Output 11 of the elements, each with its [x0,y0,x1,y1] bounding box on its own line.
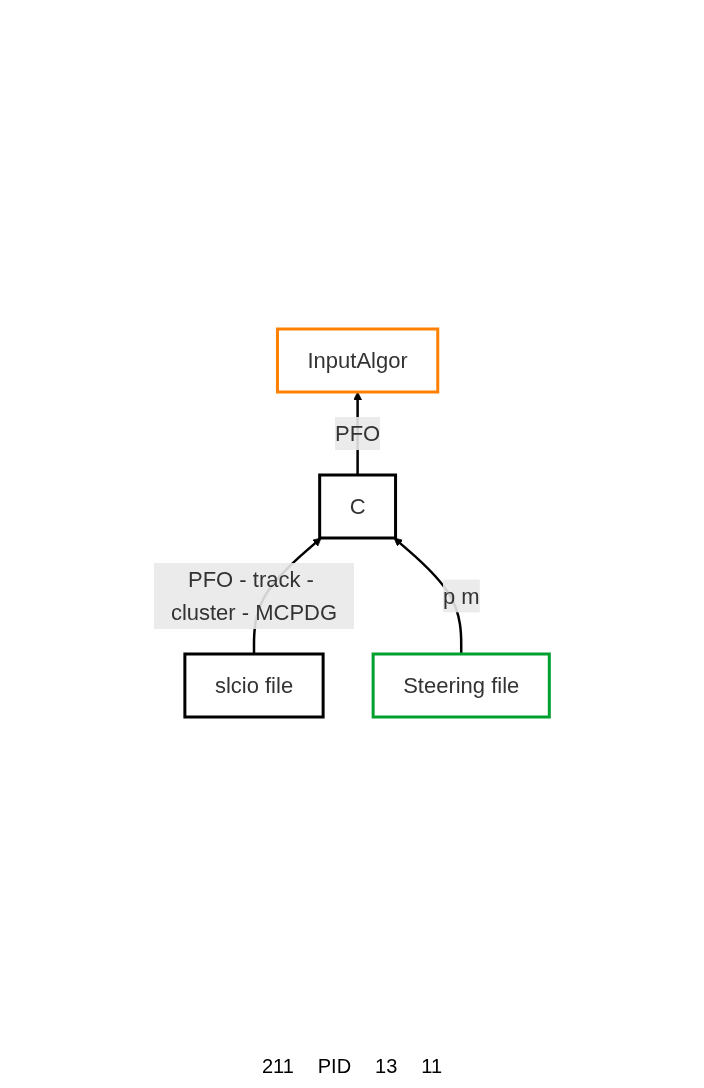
edge-label: PFO - track - cluster - MCPDG [171,566,338,625]
note-text: 11 [421,1055,443,1078]
node-box: Steering file [371,652,552,718]
note-text: 211 [261,1055,294,1078]
node-box: C [318,473,398,539]
node-box: slcio file [183,652,325,718]
node-box: InputAlgor [276,327,440,393]
note-text: 13 [375,1055,398,1078]
note-text: PID [317,1055,352,1078]
edge-label: PFO [335,420,381,446]
edge-label: p m [443,583,480,608]
